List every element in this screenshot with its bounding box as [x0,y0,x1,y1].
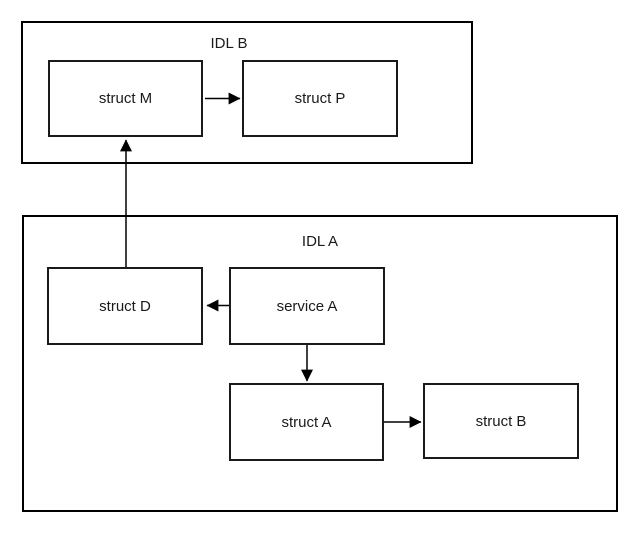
node-struct-d: struct D [47,267,203,345]
group-label-idl-b: IDL B [210,35,248,52]
node-label-struct-p: struct P [294,90,346,107]
node-label-service-a: service A [276,297,338,315]
node-label-struct-d: struct D [99,297,151,315]
node-service-a: service A [229,267,385,345]
group-label-idl-a: IDL A [301,233,339,250]
node-struct-a: struct A [229,383,384,461]
node-label-struct-m: struct M [98,90,153,107]
group-idl-a [22,215,618,512]
node-struct-b: struct B [423,383,579,459]
group-idl-b [21,21,473,164]
node-struct-m: struct M [48,60,203,137]
node-label-struct-a: struct A [281,413,332,431]
node-label-struct-b: struct B [475,412,527,430]
node-struct-p: struct P [242,60,398,137]
